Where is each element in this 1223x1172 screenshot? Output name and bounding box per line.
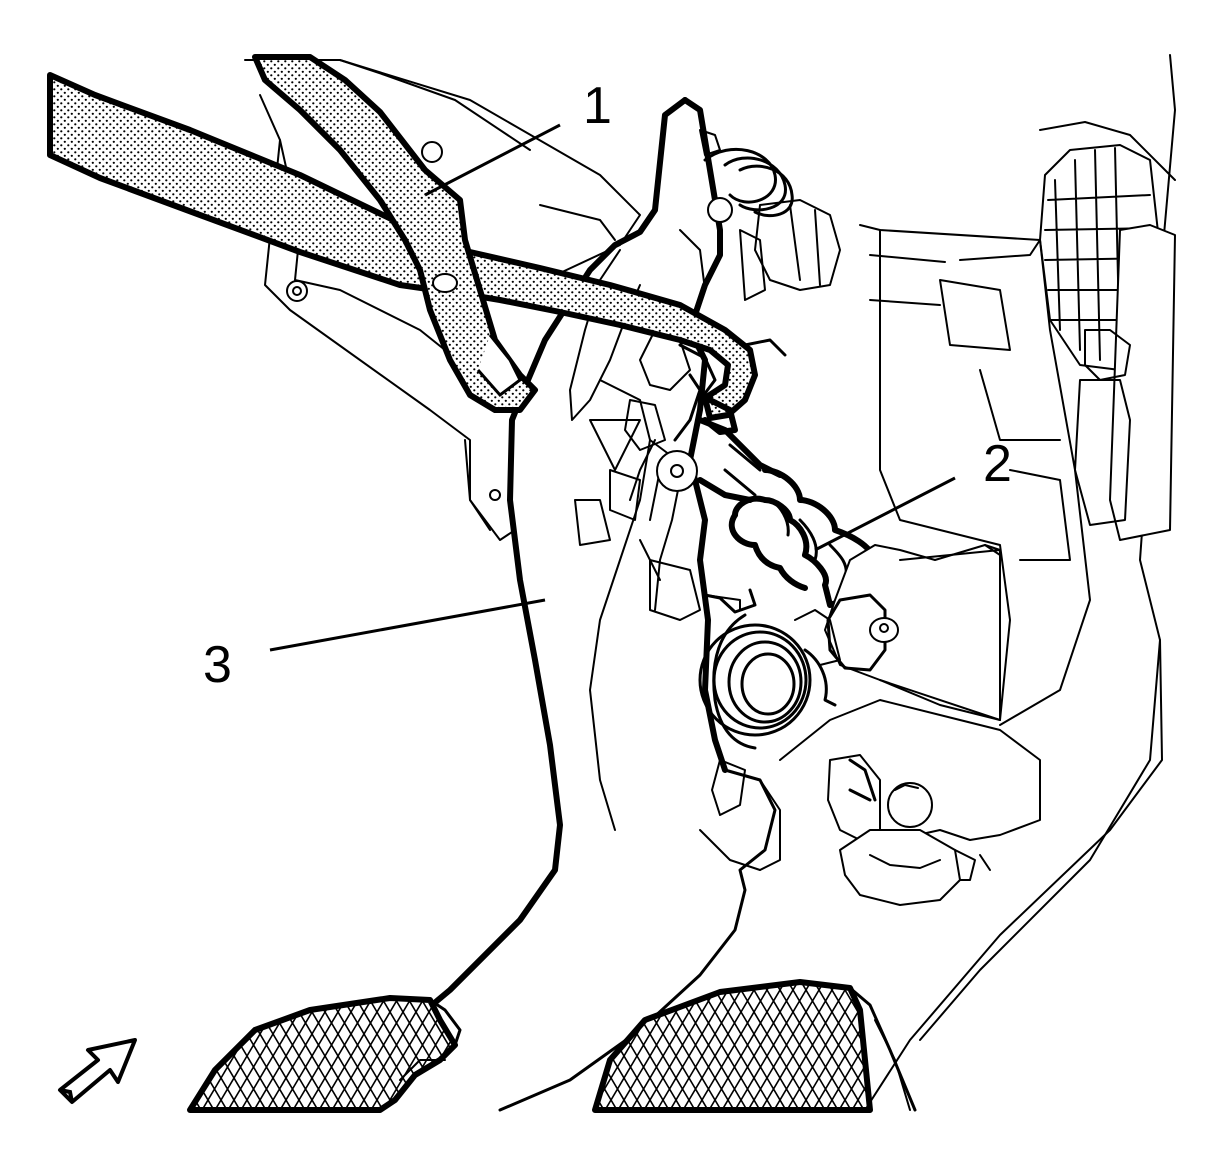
- leader-line-2: [814, 476, 956, 552]
- view-direction-arrow-icon: [58, 1038, 137, 1104]
- master-cylinder-pushrod: [697, 417, 1001, 721]
- clutch-pedal-pad: [187, 995, 462, 1113]
- special-tool-pliers: [47, 54, 787, 442]
- brake-pedal-pad: [592, 979, 917, 1113]
- callout-3: 3: [203, 636, 232, 694]
- leader-line-3: [269, 598, 546, 652]
- lower-bracket: [699, 699, 1041, 906]
- lower-assist-spring: [698, 588, 841, 750]
- callout-2: 2: [983, 435, 1012, 493]
- callout-leader-lines: [269, 123, 956, 652]
- upper-return-spring: [703, 147, 841, 301]
- clutch-pedal-arm: [429, 97, 777, 1112]
- leader-line-1: [424, 123, 561, 197]
- callout-1: 1: [583, 77, 612, 135]
- pedal-bracket-housing: [859, 54, 1176, 1111]
